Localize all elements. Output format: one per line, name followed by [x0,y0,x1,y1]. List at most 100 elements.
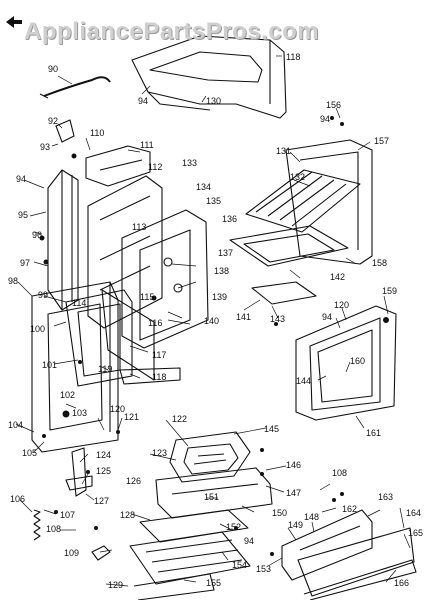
part-number-label: 118 [286,52,301,62]
part-number-label: 101 [42,360,58,370]
part-number-label: 113 [132,222,147,232]
drawer-bottom-part [129,509,251,585]
part-number-label: 135 [206,196,222,206]
part-number-label: 154 [232,560,248,570]
part-number-label: 143 [270,314,286,324]
part-number-label: 164 [406,508,422,518]
part-number-label: 103 [72,408,88,418]
part-number-label: 166 [394,578,410,588]
watermark: AppliancePartsPros.com [24,18,320,45]
part-number-label: 140 [204,316,220,326]
part-number-label: 133 [182,158,198,168]
part-number-label: 132 [290,172,306,182]
part-number-label: 92 [48,116,59,126]
part-number-label: 98 [8,276,19,286]
part-number-label: 136 [222,214,238,224]
part-number-label: 131 [276,146,292,156]
part-number-label: 165 [408,528,424,538]
part-number-label: 95 [18,210,29,220]
part-number-label: 94 [244,536,255,546]
part-number-label: 139 [212,292,228,302]
part-number-label: 117 [152,350,167,360]
part-number-label: 115 [140,292,155,302]
part-number-label: 114 [72,298,87,308]
part-number-label: 121 [124,412,140,422]
oven-bottom-part [229,225,349,267]
part-number-label: 90 [48,64,59,74]
part-number-label: 158 [372,258,388,268]
part-number-label: 134 [196,182,212,192]
screws-part [39,116,389,556]
part-number-label: 108 [46,524,62,534]
door-gasket-part [317,329,373,403]
drawer-face-part [297,527,417,600]
spring-part [33,509,41,541]
oven-cavity-back-part [285,139,373,265]
part-number-label: 105 [22,448,38,458]
oven-back-part [121,209,209,349]
part-number-label: 110 [90,128,105,138]
part-number-label: 125 [96,466,112,476]
part-number-label: 141 [236,312,252,322]
part-number-label: 146 [286,460,302,470]
part-number-label: 153 [256,564,272,574]
part-number-label: 106 [10,494,26,504]
heat-shield-part [251,281,317,305]
part-number-label: 112 [148,162,163,172]
part-number-label: 94 [138,96,149,106]
part-number-label: 120 [110,404,126,414]
part-number-label: 96 [32,230,43,240]
part-number-label: 150 [272,508,288,518]
part-number-label: 97 [20,258,31,268]
part-number-label: 100 [30,324,46,334]
part-number-label: 137 [218,248,234,258]
part-number-label: 93 [40,142,51,152]
drawer-panel-part [281,509,373,581]
part-number-label: 159 [382,286,398,296]
part-number-label: 160 [350,356,366,366]
part-number-label: 119 [98,364,113,374]
part-number-label: 157 [374,136,390,146]
part-number-label: 151 [204,492,220,502]
part-number-label: 129 [108,580,124,590]
part-number-label: 118 [152,372,167,382]
part-number-label: 130 [206,96,222,106]
part-number-label: 94 [16,174,27,184]
part-number-label: 142 [330,272,346,282]
part-number-label: 94 [322,312,333,322]
part-number-label: 122 [172,414,188,424]
oven-door-part [31,281,119,453]
top-panel-part [131,35,287,119]
oven-rack-part [245,169,361,233]
part-number-label: 148 [304,512,320,522]
part-number-label: 138 [214,266,230,276]
part-number-label: 156 [326,100,342,110]
part-number-label: 144 [296,376,312,386]
part-number-label: 104 [8,420,24,430]
broiler-pan-part [169,431,251,483]
rear-wall-part [87,175,163,329]
part-number-label: 108 [332,468,348,478]
part-number-label: 123 [152,448,168,458]
part-number-label: 124 [96,450,112,460]
part-number-label: 126 [126,476,142,486]
part-number-label: 155 [206,578,222,588]
part-number-label: 128 [120,510,136,520]
part-number-label: 107 [60,510,76,520]
part-number-label: 152 [226,522,242,532]
control-bracket-part [85,145,151,187]
drawer-front-part [133,573,215,600]
drawer-frame-part [155,467,273,519]
part-number-label: 109 [64,548,80,558]
part-number-label: 145 [264,424,280,434]
door-frame-part [295,305,397,421]
part-number-label: 127 [94,496,110,506]
part-number-label: 163 [378,492,394,502]
part-number-label: 147 [286,488,302,498]
bracket-part [55,119,75,143]
part-number-label: 162 [342,504,358,514]
part-number-label: 102 [60,390,76,400]
side-trim-part [101,289,181,385]
